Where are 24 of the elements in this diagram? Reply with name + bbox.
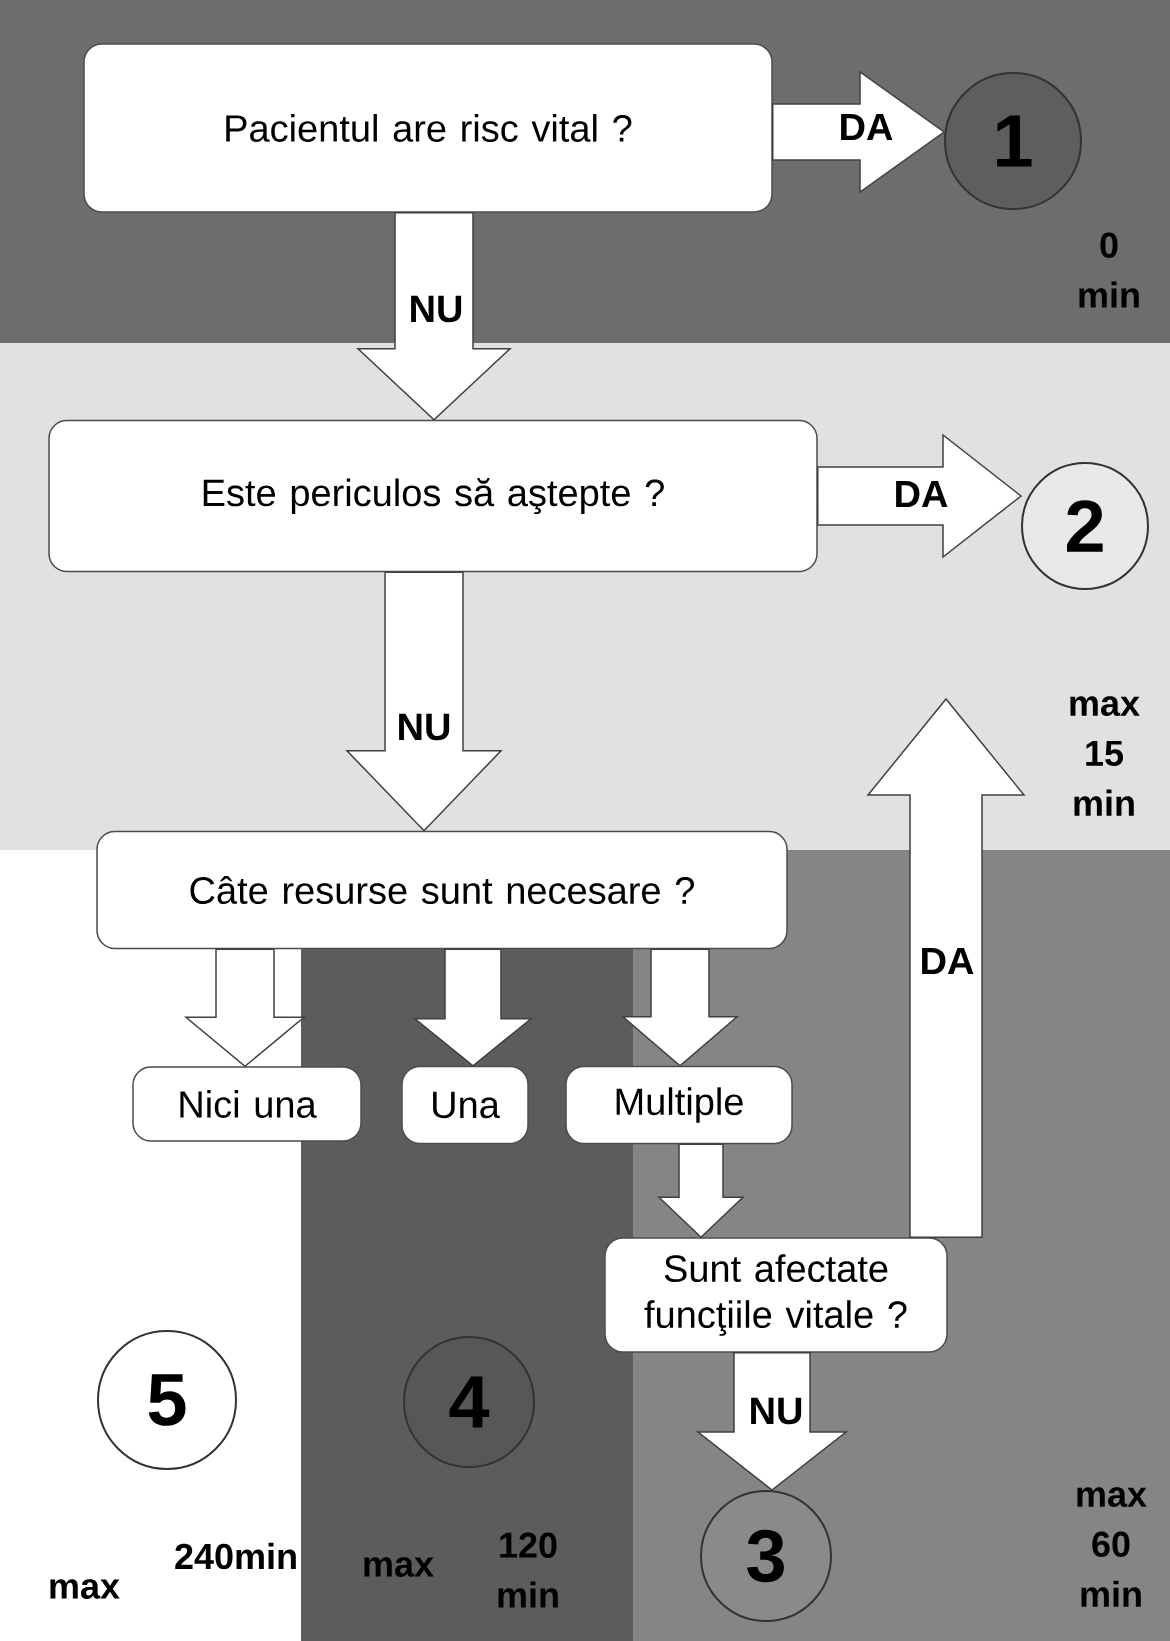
time-label: max 15 min [1070,696,1140,816]
question-box: Sunt afectate funcţiile vitale ? [604,1237,948,1353]
block-arrow [817,433,1023,559]
time-label: 0 min [1079,232,1139,308]
question-box: Este periculos să aştepte ? [48,419,818,573]
block-arrow [772,70,946,194]
time-label: max 60 min [1077,1487,1147,1607]
question-box: Una [401,1065,529,1145]
time-label: 240min [175,1542,296,1570]
time-label: max [364,1557,434,1577]
block-arrow [412,948,534,1067]
block-arrow [183,948,307,1068]
block-arrow [356,212,512,421]
question-box: Multiple [565,1065,793,1145]
block-arrow [695,1352,849,1491]
question-box: Pacientul are risc vital ? [83,43,773,213]
block-arrow [866,697,1026,1238]
question-box: Nici una [132,1066,362,1142]
time-label: max [50,1579,120,1599]
block-arrow [345,571,503,832]
time-label: 120 min [498,1532,558,1608]
block-arrow [657,1143,745,1239]
block-arrow [621,948,740,1067]
question-box: Câte resurse sunt necesare ? [96,830,788,950]
